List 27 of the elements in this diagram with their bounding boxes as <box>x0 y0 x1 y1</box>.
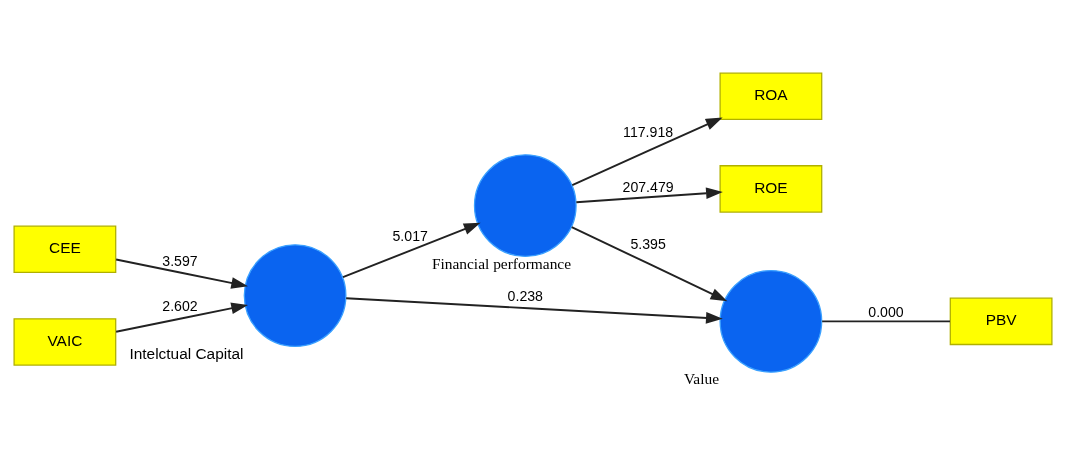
node-label: Intelctual Capital <box>129 344 244 362</box>
node-label: Value <box>683 369 720 387</box>
edge-label: 207.479 <box>622 178 674 195</box>
connector <box>821 319 951 322</box>
arrow <box>115 258 248 289</box>
edge-label: 0.000 <box>868 303 904 320</box>
node-label: Financial performance <box>431 254 572 272</box>
node-box: CEE <box>13 225 117 273</box>
edge-label: 117.918 <box>623 123 674 140</box>
edge-label: 5.017 <box>392 227 428 244</box>
node-box: VAIC <box>13 317 117 366</box>
arrow <box>575 186 723 203</box>
arrow <box>571 116 723 186</box>
node-circle <box>243 243 347 347</box>
edge-label: 5.395 <box>630 235 666 252</box>
arrow <box>342 222 481 278</box>
node-box: ROA <box>719 72 823 120</box>
node-box: PBV <box>949 297 1053 345</box>
arrow <box>570 225 728 301</box>
edge-label: 3.597 <box>162 252 198 269</box>
edge-label: 0.238 <box>507 287 543 304</box>
node-circle <box>473 153 577 257</box>
arrow <box>345 296 723 324</box>
edge-label: 2.602 <box>162 297 198 314</box>
node-box: ROE <box>719 164 823 213</box>
node-circle <box>719 269 823 373</box>
arrow <box>115 302 248 333</box>
